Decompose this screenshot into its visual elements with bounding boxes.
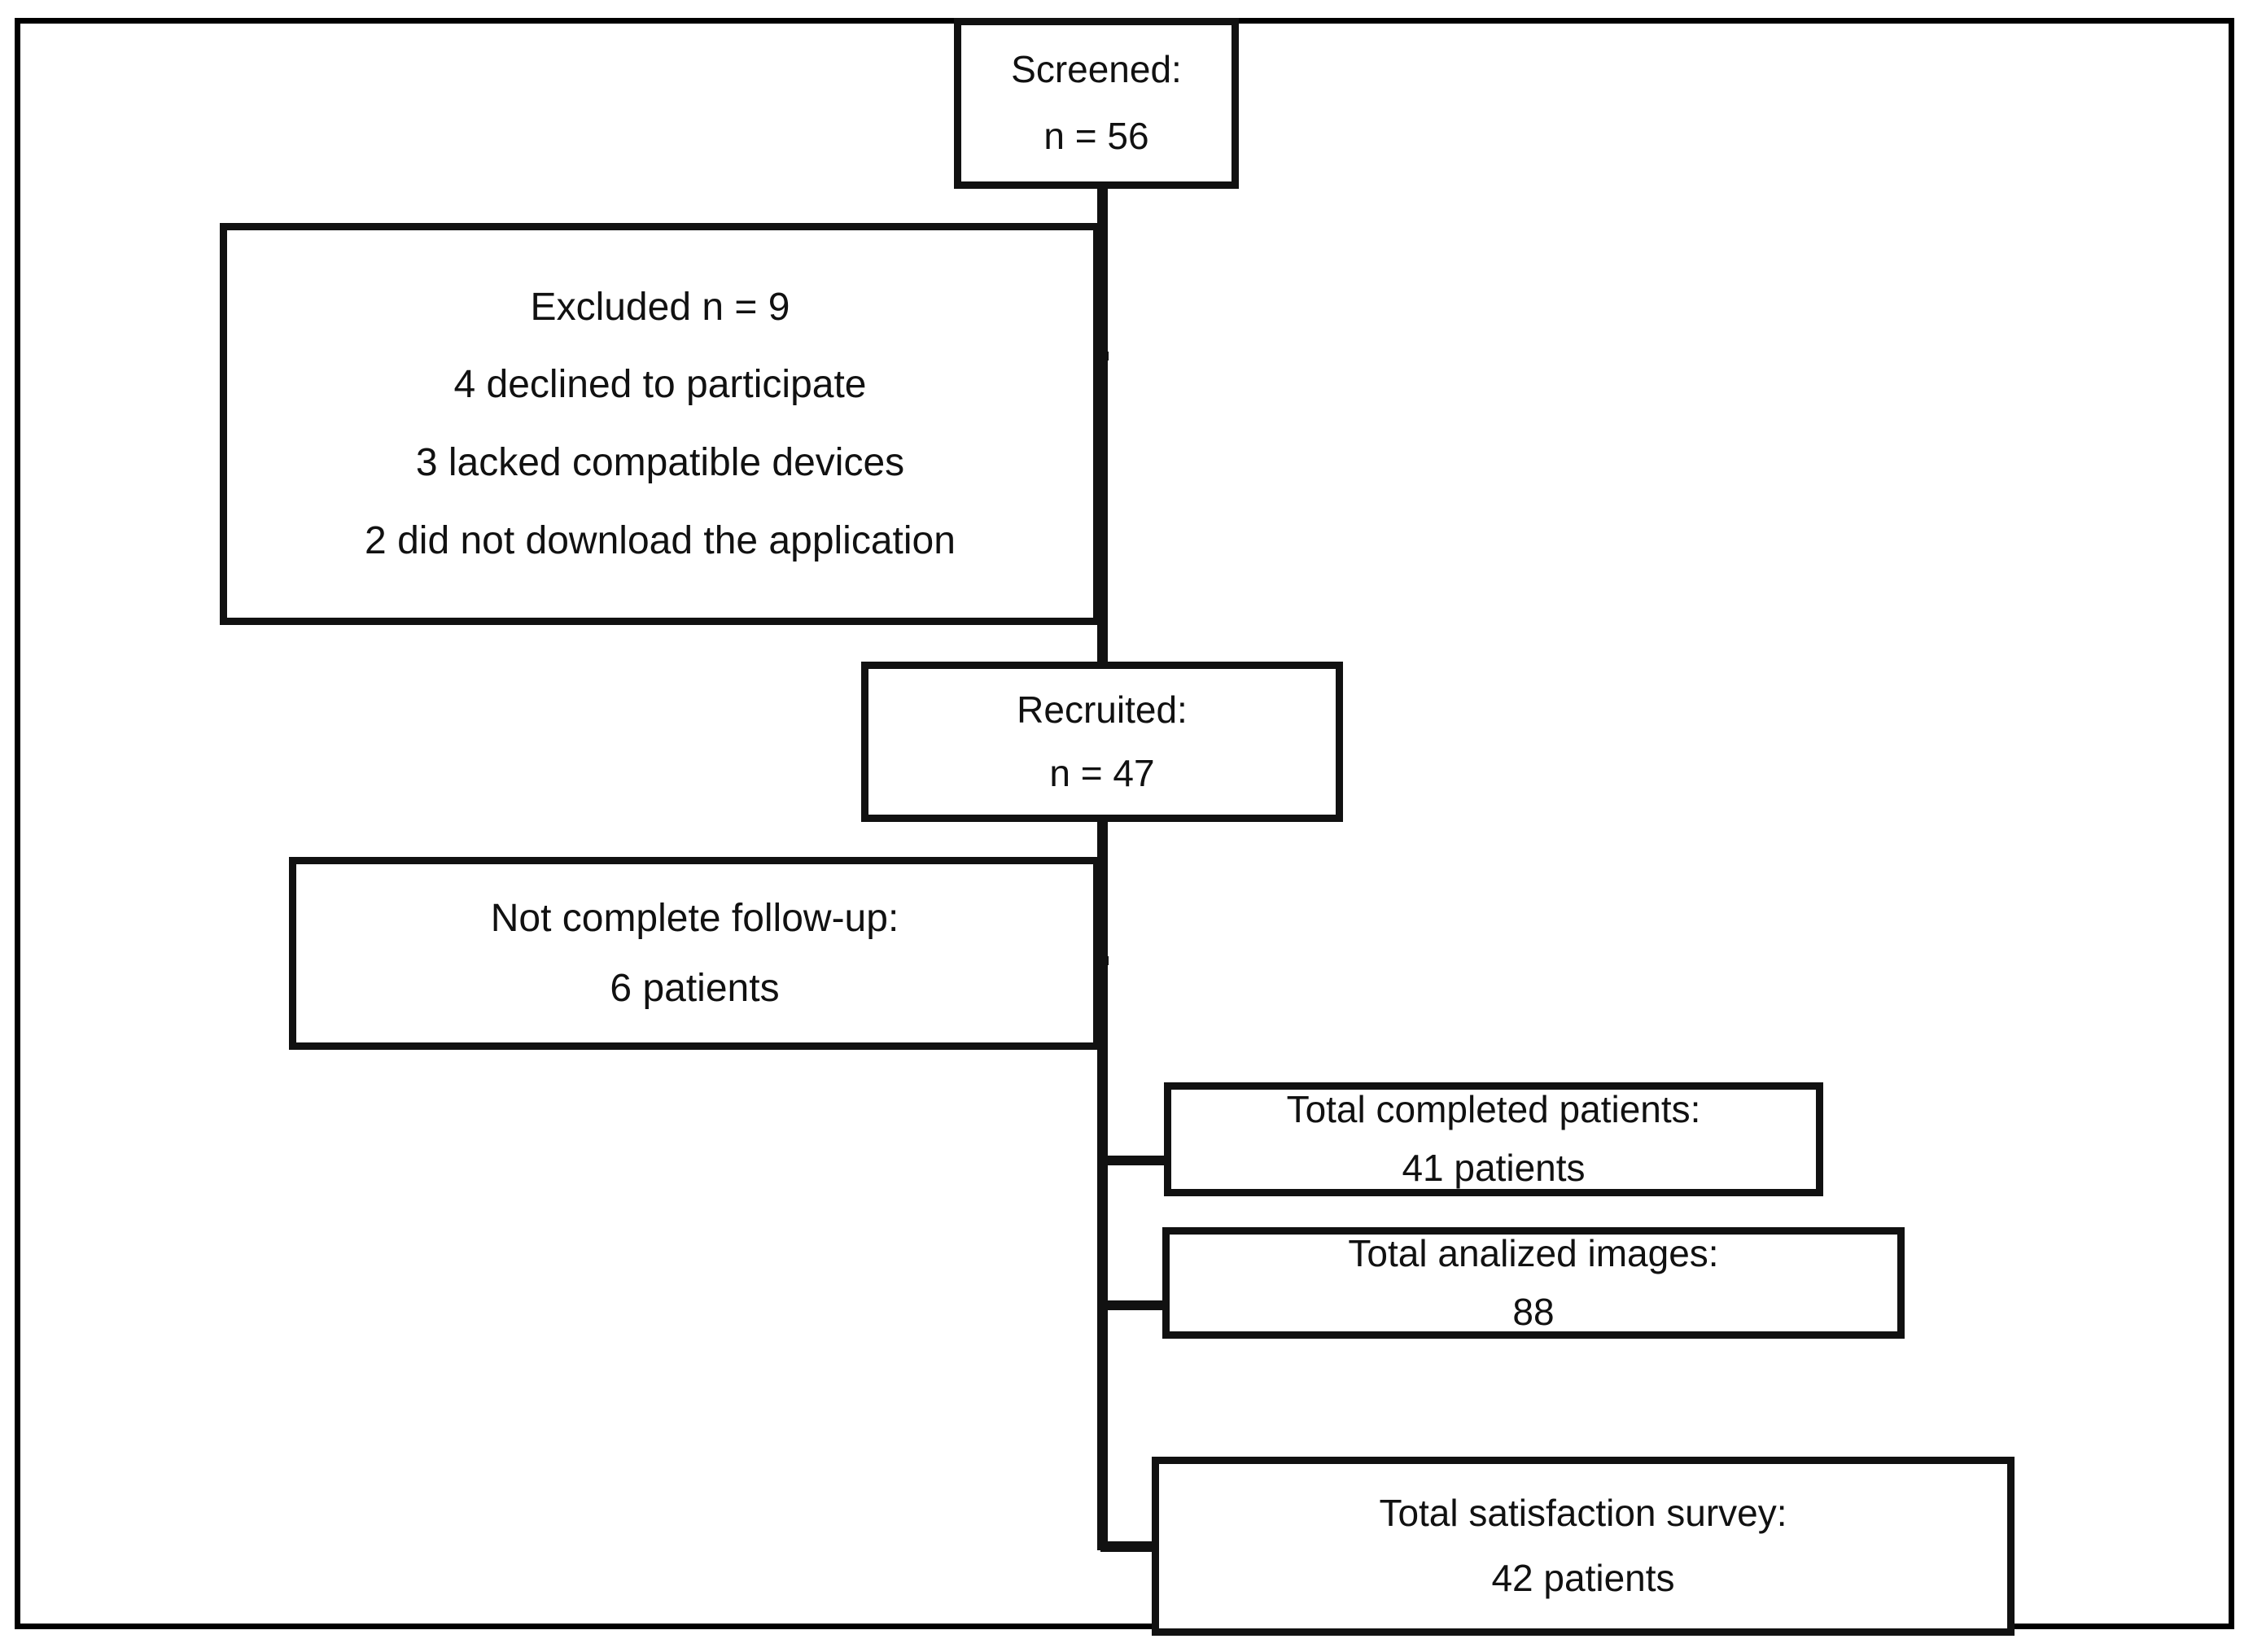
node-screened-count: n = 56 xyxy=(1043,115,1149,157)
node-excluded: Excluded n = 9 4 declined to participate… xyxy=(220,223,1100,625)
node-followup-count: 6 patients xyxy=(610,966,780,1010)
node-total-completed-patients: Total completed patients: 41 patients xyxy=(1164,1082,1823,1196)
connector-to-images xyxy=(1100,1300,1169,1310)
node-completed-title: Total completed patients: xyxy=(1286,1088,1701,1131)
node-recruited-title: Recruited: xyxy=(1017,688,1188,731)
node-survey-title: Total satisfaction survey: xyxy=(1379,1492,1787,1535)
node-recruited-count: n = 47 xyxy=(1049,751,1155,794)
node-images-title: Total analized images: xyxy=(1348,1231,1719,1274)
node-excluded-reason-2: 3 lacked compatible devices xyxy=(415,441,905,484)
node-total-satisfaction-survey: Total satisfaction survey: 42 patients xyxy=(1152,1457,2015,1636)
node-screened-title: Screened: xyxy=(1011,48,1182,91)
node-excluded-reason-3: 2 did not download the application xyxy=(365,518,956,562)
node-screened: Screened: n = 56 xyxy=(954,18,1239,189)
connector-to-completed xyxy=(1100,1156,1170,1165)
node-images-count: 88 xyxy=(1512,1290,1555,1333)
node-not-complete-follow-up: Not complete follow-up: 6 patients xyxy=(289,857,1100,1050)
node-excluded-title: Excluded n = 9 xyxy=(530,285,790,329)
node-followup-title: Not complete follow-up: xyxy=(490,896,899,940)
node-survey-count: 42 patients xyxy=(1491,1557,1675,1599)
node-total-analized-images: Total analized images: 88 xyxy=(1162,1227,1905,1339)
node-excluded-reason-1: 4 declined to participate xyxy=(453,363,867,407)
node-recruited: Recruited: n = 47 xyxy=(861,662,1343,822)
node-completed-count: 41 patients xyxy=(1402,1147,1586,1189)
connector-to-survey xyxy=(1100,1541,1159,1552)
